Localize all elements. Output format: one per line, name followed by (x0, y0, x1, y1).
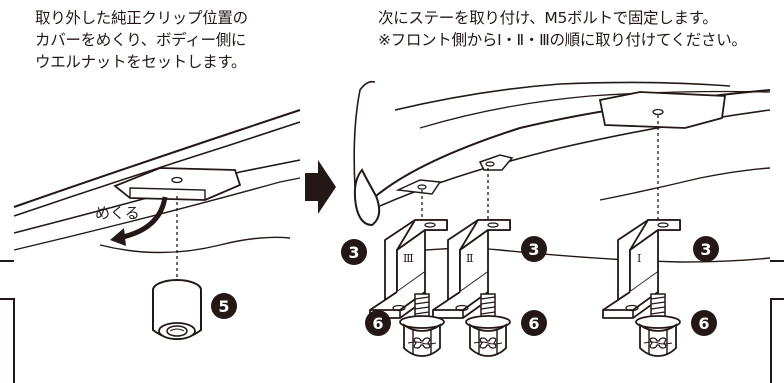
peel-arrow-head (110, 228, 126, 246)
callout-stay: 3 (521, 236, 547, 262)
callout-bolt: 6 (691, 310, 717, 336)
left-instruction-caption: 取り外した純正クリップ位置の カバーをめくり、ボディー側に ウエルナットをセット… (35, 7, 248, 73)
svg-text:3: 3 (700, 240, 711, 259)
right-instruction-caption: 次にステーを取り付け、M5ボルトで固定します。 ※フロント側からⅠ・Ⅱ・Ⅲの順に… (378, 7, 747, 51)
callout-stay: 3 (341, 239, 367, 265)
right-caption-line: ※フロント側からⅠ・Ⅱ・Ⅲの順に取り付けてください。 (378, 31, 747, 49)
callout-bolt: 6 (521, 310, 547, 336)
right-arrow-icon (305, 160, 336, 214)
stay-mark: Ⅱ (466, 252, 473, 265)
stay-mark: Ⅰ (637, 252, 641, 265)
left-panel-border-bottom (0, 298, 14, 300)
left-caption-line: カバーをめくり、ボディー側に (35, 31, 247, 49)
svg-text:6: 6 (698, 314, 709, 333)
svg-text:6: 6 (372, 314, 383, 333)
callout-nut: 5 (211, 293, 237, 319)
weld-nut (152, 279, 202, 340)
callout-stay: 3 (693, 236, 719, 262)
right-panel-drawing: Ⅲ Ⅱ Ⅰ 3 3 3 6 6 6 (341, 80, 771, 357)
right-panel-border-side (770, 298, 772, 383)
peel-label: めくる (95, 204, 140, 222)
svg-text:6: 6 (528, 314, 539, 333)
svg-text:5: 5 (218, 297, 229, 316)
svg-text:3: 3 (348, 243, 359, 262)
right-caption-line: 次にステーを取り付け、M5ボルトで固定します。 (378, 9, 718, 27)
right-panel-border-bottom (770, 298, 784, 300)
left-caption-line: ウエルナットをセットします。 (35, 53, 247, 71)
left-panel-border-side (13, 298, 15, 383)
left-panel-border-top (0, 260, 14, 262)
left-panel-drawing: めくる 5 (13, 109, 301, 340)
right-panel-border-top (770, 260, 784, 262)
stay-bracket (369, 219, 448, 319)
left-caption-line: 取り外した純正クリップ位置の (35, 9, 248, 27)
stay-mark: Ⅲ (403, 252, 414, 265)
svg-text:3: 3 (528, 240, 539, 259)
callout-bolt: 6 (365, 310, 391, 336)
stay-bracket (432, 219, 511, 319)
stay-bracket (602, 219, 681, 319)
